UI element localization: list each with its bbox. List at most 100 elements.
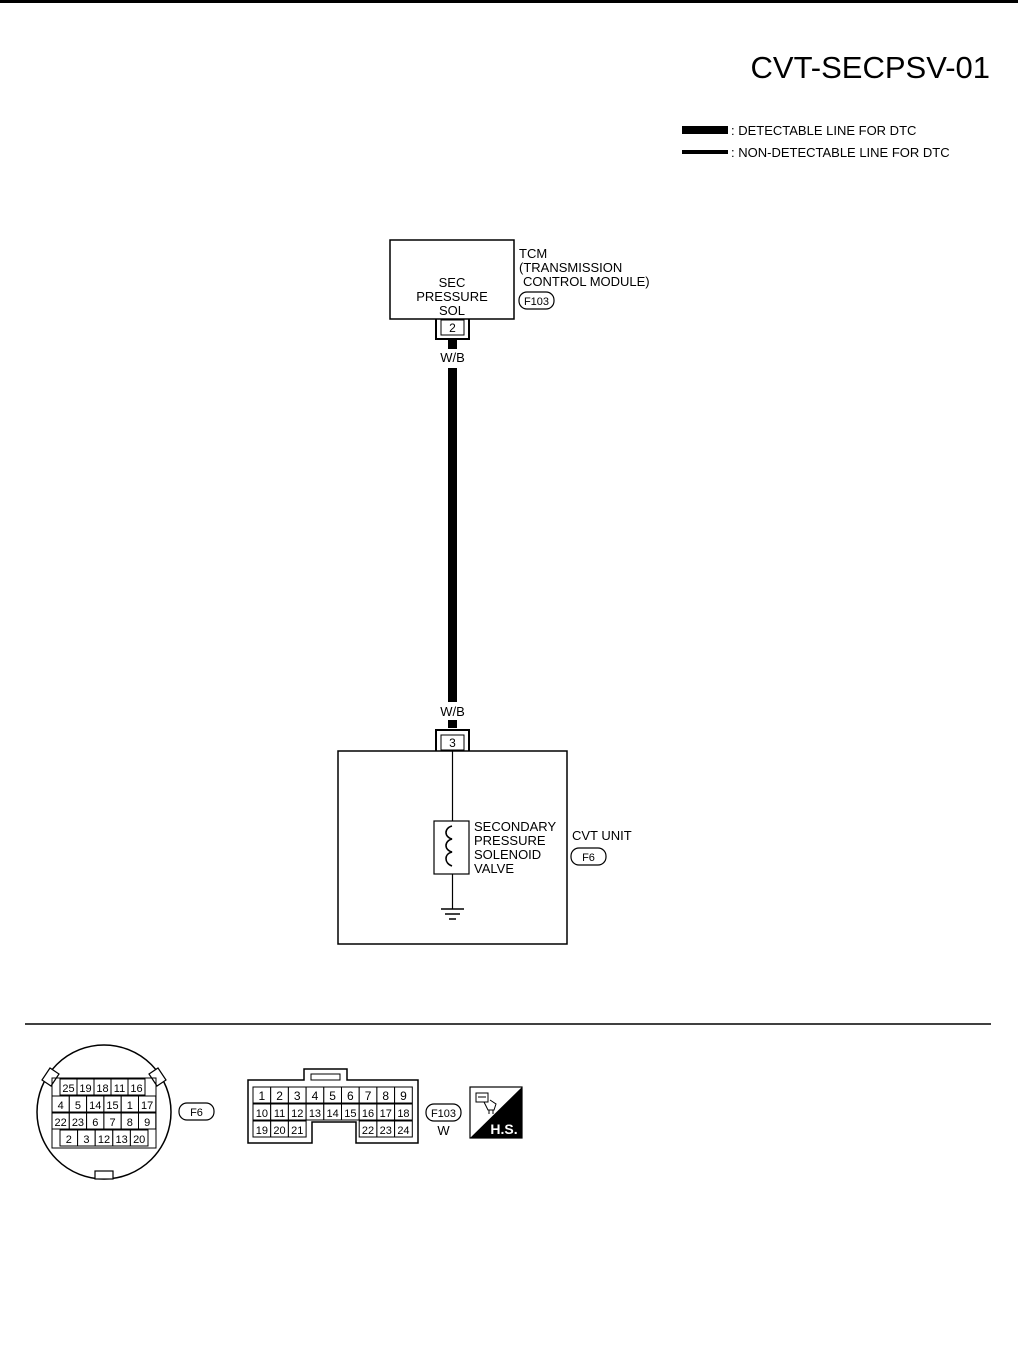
f103-pin: 5 — [329, 1089, 336, 1103]
diagram-code: CVT-SECPSV-01 — [751, 50, 990, 85]
f103-pin-cell — [394, 1120, 413, 1138]
wire-w-b: W/B W/B — [440, 339, 465, 728]
connector-hand-icon — [475, 1092, 497, 1114]
f6-pin-cell — [129, 1129, 149, 1147]
hs-badge-triangle — [470, 1087, 522, 1138]
wire-color-top: W/B — [440, 350, 465, 365]
f6-pin: 19 — [79, 1083, 91, 1095]
f6-key-notch — [94, 1170, 114, 1180]
f103-pin: 12 — [291, 1108, 303, 1120]
cvt-connector-label: F6 — [582, 852, 595, 864]
f6-pin: 3 — [83, 1134, 89, 1146]
valve-label-line1: SECONDARY — [474, 819, 556, 834]
f6-pin: 14 — [89, 1100, 101, 1112]
f6-pin: 5 — [75, 1100, 81, 1112]
f6-pin: 15 — [106, 1100, 118, 1112]
cvt-unit: 3 SECONDARY PRESSURE SOLENOID VALVE CVT … — [337, 729, 632, 945]
f103-pin: 21 — [291, 1125, 303, 1137]
f103-pin: 20 — [273, 1125, 285, 1137]
f103-label: F103 — [431, 1108, 456, 1120]
f103-pin: 15 — [344, 1108, 356, 1120]
f6-pin: 18 — [96, 1083, 108, 1095]
f103-color: W — [437, 1123, 450, 1138]
f6-pin: 17 — [141, 1100, 153, 1112]
wire-color-bottom: W/B — [440, 704, 465, 719]
f103-pin-cell — [287, 1120, 307, 1138]
cvt-terminal-box — [440, 734, 465, 751]
f6-pin-cell — [138, 1095, 157, 1113]
f6-label: F6 — [190, 1107, 203, 1119]
f103-pin: 2 — [276, 1089, 283, 1103]
valve-label-line4: VALVE — [474, 861, 514, 876]
cvt-name: CVT UNIT — [572, 828, 632, 843]
top-border — [0, 0, 1018, 3]
tcm-inner-line2: PRESSURE — [416, 289, 488, 304]
f103-outline — [247, 1068, 419, 1144]
f103-pin: 13 — [309, 1108, 321, 1120]
f103-pin: 10 — [256, 1108, 268, 1120]
f103-pin: 22 — [362, 1125, 374, 1137]
f6-pin: 16 — [130, 1083, 142, 1095]
tcm-terminal-number: 2 — [449, 321, 456, 335]
f103-pin: 9 — [400, 1089, 407, 1103]
f103-pin: 6 — [347, 1089, 354, 1103]
f103-lock-tab — [310, 1073, 341, 1081]
f103-label-pill — [425, 1103, 462, 1122]
legend-non-detectable-label: : NON-DETECTABLE LINE FOR DTC — [731, 145, 950, 160]
f103-pin: 3 — [294, 1089, 301, 1103]
f6-latch-left — [41, 1067, 60, 1087]
legend: : DETECTABLE LINE FOR DTC : NON-DETECTAB… — [682, 123, 950, 160]
tcm-box — [389, 239, 515, 320]
f6-pin: 9 — [144, 1117, 150, 1129]
hs-badge: H.S. — [469, 1086, 523, 1139]
tcm-connector-label: F103 — [524, 296, 549, 308]
f6-pin: 22 — [55, 1117, 67, 1129]
f103-pin: 16 — [362, 1108, 374, 1120]
hs-badge-text: H.S. — [490, 1121, 517, 1137]
cvt-terminal-number: 3 — [449, 736, 456, 750]
f6-pin: 25 — [62, 1083, 74, 1095]
f6-pin: 7 — [109, 1117, 115, 1129]
ground-icon — [441, 908, 464, 920]
solenoid-coil-icon — [445, 825, 453, 867]
legend-detectable-swatch — [682, 126, 728, 134]
f103-pin: 1 — [259, 1089, 266, 1103]
f6-pin: 23 — [72, 1117, 84, 1129]
f103-pin: 14 — [327, 1108, 339, 1120]
wire-stub-bottom — [448, 720, 457, 728]
f6-pin: 12 — [98, 1134, 110, 1146]
f103-pin-cell — [394, 1086, 413, 1104]
f103-pin: 18 — [397, 1108, 409, 1120]
f6-pin: 1 — [127, 1100, 133, 1112]
tcm-name-line3: CONTROL MODULE) — [523, 274, 650, 289]
tcm-connector-pill — [518, 291, 555, 310]
f6-pin: 11 — [114, 1083, 125, 1095]
f6-pin-cell — [127, 1078, 146, 1096]
f103-pin: 7 — [365, 1089, 372, 1103]
tcm-name-line2: (TRANSMISSION — [519, 260, 622, 275]
f103-pin-cell — [394, 1103, 413, 1121]
f6-pin: 20 — [133, 1134, 145, 1146]
f6-pin: 13 — [115, 1134, 127, 1146]
valve-label-line2: PRESSURE — [474, 833, 546, 848]
f6-pin-cell — [138, 1112, 157, 1130]
f6-pin: 6 — [92, 1117, 98, 1129]
f103-pin: 8 — [382, 1089, 389, 1103]
tcm-name-line1: TCM — [519, 246, 547, 261]
tcm-inner-line3: SOL — [439, 303, 465, 318]
tcm-module: SEC PRESSURE SOL TCM (TRANSMISSION CONTR… — [389, 239, 650, 340]
f103-pin: 17 — [380, 1108, 392, 1120]
tcm-terminal-box — [440, 319, 465, 336]
f6-pin: 8 — [127, 1117, 133, 1129]
cvt-connector-pill — [570, 847, 607, 866]
f6-pin: 2 — [66, 1134, 72, 1146]
wire-main-segment — [448, 368, 457, 702]
cvt-terminal-bracket — [435, 729, 470, 751]
f103-pin: 4 — [312, 1089, 319, 1103]
f103-pin: 19 — [256, 1125, 268, 1137]
f103-pin: 11 — [274, 1108, 285, 1120]
